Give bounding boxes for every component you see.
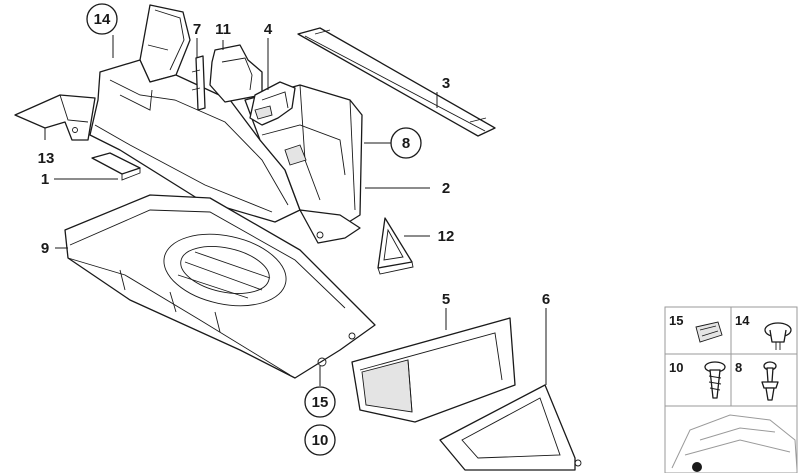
callout-8: 8 — [402, 135, 410, 152]
callout-2: 2 — [442, 180, 450, 197]
callout-3: 3 — [442, 75, 450, 92]
callout-circle-8 — [390, 127, 422, 159]
part-5-side-duct[interactable] — [351, 317, 516, 423]
callout-1: 1 — [41, 171, 49, 188]
grid-label-15: 15 — [669, 313, 683, 328]
grid-label-14: 14 — [735, 313, 750, 328]
callout-13: 13 — [38, 150, 55, 167]
part-11-duct-piece[interactable] — [209, 44, 263, 103]
expanding-rivet-icon — [761, 361, 779, 401]
car-location-icon — [671, 414, 798, 472]
grid-label-10: 10 — [669, 360, 683, 375]
part-3-top-strip[interactable] — [297, 27, 496, 137]
part-9-lower-air-guide[interactable] — [64, 194, 376, 379]
leader-lines — [44, 35, 547, 386]
grid-label-8: 8 — [735, 360, 742, 375]
callout-10: 10 — [312, 432, 329, 449]
callout-7: 7 — [193, 21, 201, 38]
part-14-upper-duct[interactable] — [139, 4, 191, 83]
callout-12: 12 — [438, 228, 455, 245]
callout-4: 4 — [264, 21, 273, 38]
part-7-bracket[interactable] — [191, 55, 206, 111]
callout-11: 11 — [215, 21, 231, 38]
callout-14: 14 — [94, 11, 111, 28]
part-2-shroud-carrier[interactable] — [89, 59, 363, 244]
fastener-grid: 15 14 10 8 — [664, 306, 798, 473]
part-12-grommet[interactable] — [377, 217, 414, 275]
callouts: 14 7 11 4 3 8 2 12 13 1 9 5 6 15 10 — [38, 3, 550, 456]
clip-nut-icon — [695, 321, 723, 343]
part-13-side-bracket[interactable] — [14, 94, 96, 141]
callout-15: 15 — [312, 394, 329, 411]
callout-circle-10 — [304, 424, 336, 456]
callout-9: 9 — [41, 240, 49, 257]
callout-circle-15 — [304, 386, 336, 418]
callout-6: 6 — [542, 291, 550, 308]
callout-5: 5 — [442, 291, 450, 308]
part-4-bracket[interactable] — [249, 81, 296, 126]
self-tapping-screw-icon — [704, 361, 726, 399]
part-6-triangle-frame[interactable] — [439, 384, 582, 471]
part-1-insert[interactable] — [91, 152, 141, 181]
screw-head-icon — [764, 322, 792, 350]
callout-circle-14 — [86, 3, 118, 35]
